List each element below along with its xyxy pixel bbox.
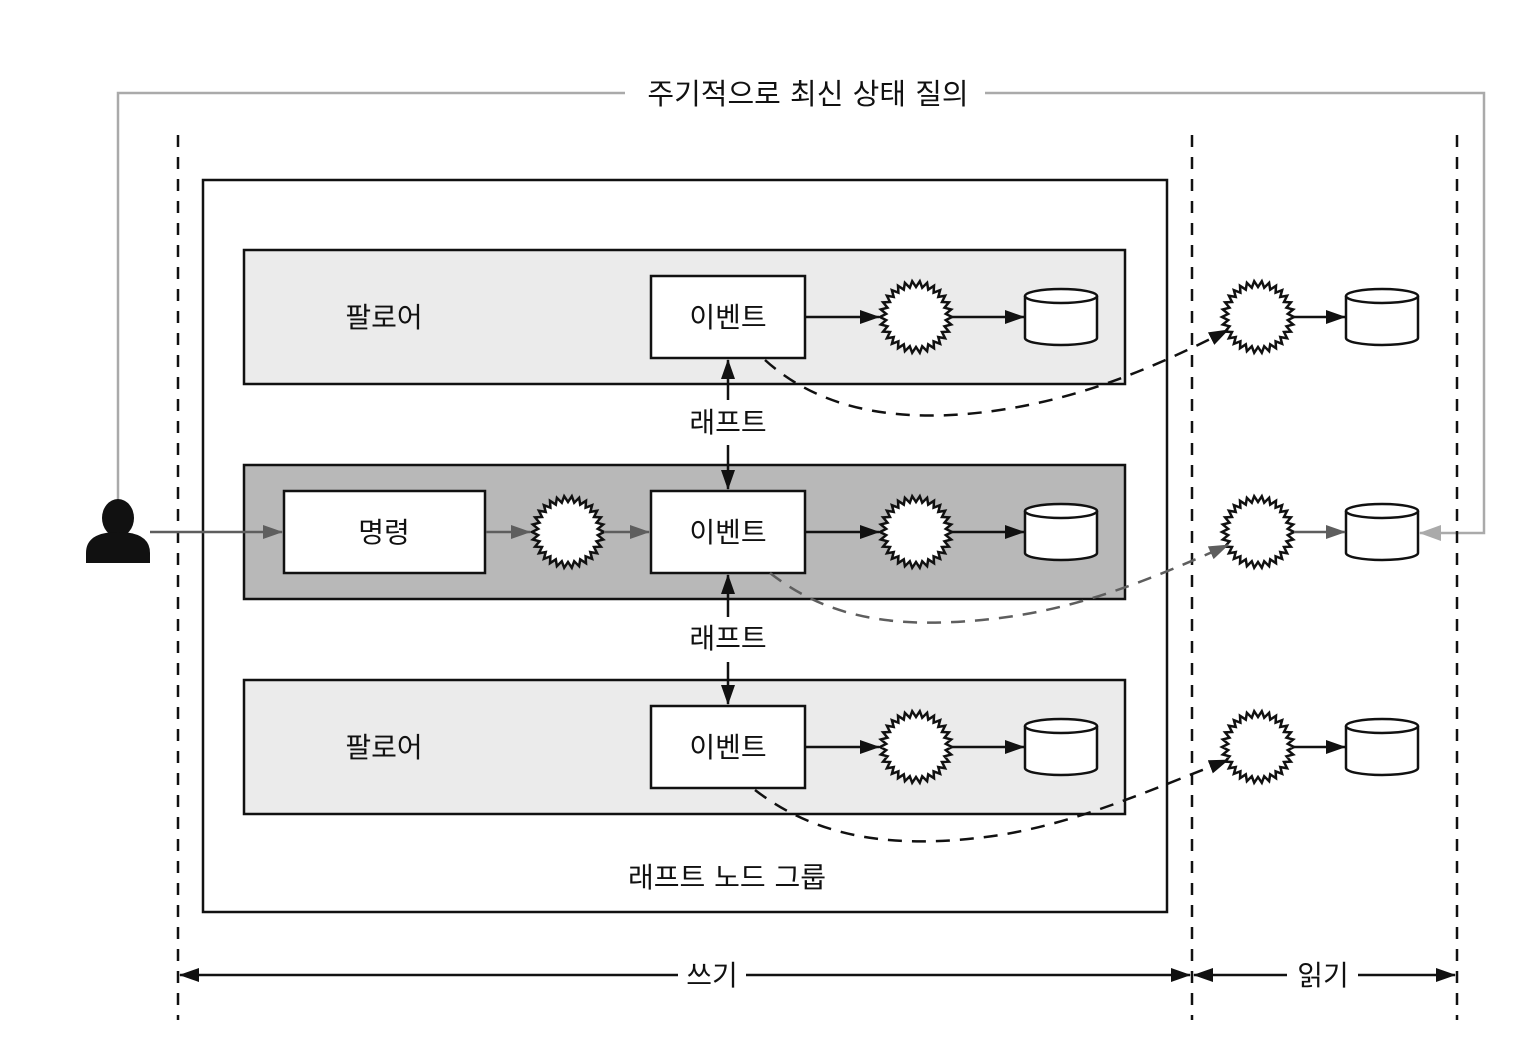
raft-node-group-label: 래프트 노드 그룹: [628, 861, 826, 894]
raft-link-top: 래프트: [689, 359, 767, 490]
periodic-query-label: 주기적으로 최신 상태 질의: [647, 77, 968, 111]
follower-label: 팔로어: [345, 301, 422, 334]
database-icon: [1344, 717, 1420, 777]
raft-label: 래프트: [689, 622, 766, 655]
raft-label: 래프트: [689, 406, 766, 439]
event-processor-icon: [877, 278, 955, 356]
person-icon: [86, 499, 150, 563]
event-label: 이벤트: [689, 731, 766, 764]
command-label: 명령: [358, 516, 410, 549]
event-processor-icon: [1219, 708, 1297, 786]
event-processor-icon: [1219, 278, 1297, 356]
event-label: 이벤트: [689, 516, 766, 549]
projection-connector-leader: [769, 543, 1229, 624]
event-processor-icon: [1219, 493, 1297, 571]
database-icon: [1023, 717, 1099, 777]
projection-connectors: [754, 328, 1229, 843]
follower-label: 팔로어: [345, 731, 422, 764]
raft-link-bottom: 래프트: [689, 574, 767, 705]
event-label: 이벤트: [689, 301, 766, 334]
event-flow-arrows: [806, 310, 1346, 754]
periodic-query-connector: [116, 91, 1486, 541]
boundary-lines: [176, 135, 1459, 1020]
command-box: 명령: [282, 489, 487, 575]
event-box: 이벤트: [649, 704, 807, 790]
database-icon: [1023, 502, 1099, 562]
event-stores: [1023, 287, 1420, 777]
projection-connector-top: [764, 328, 1229, 417]
projection-connector-bottom: [754, 758, 1229, 843]
event-processor-icon: [529, 493, 607, 571]
database-icon: [1344, 287, 1420, 347]
read-label: 읽기: [1297, 959, 1349, 992]
event-box: 이벤트: [649, 489, 807, 575]
write-label: 쓰기: [686, 959, 738, 992]
event-processors: [529, 278, 1297, 786]
database-icon: [1023, 287, 1099, 347]
database-icon: [1344, 502, 1420, 562]
event-processor-icon: [877, 708, 955, 786]
event-processor-icon: [877, 493, 955, 571]
event-box: 이벤트: [649, 274, 807, 360]
